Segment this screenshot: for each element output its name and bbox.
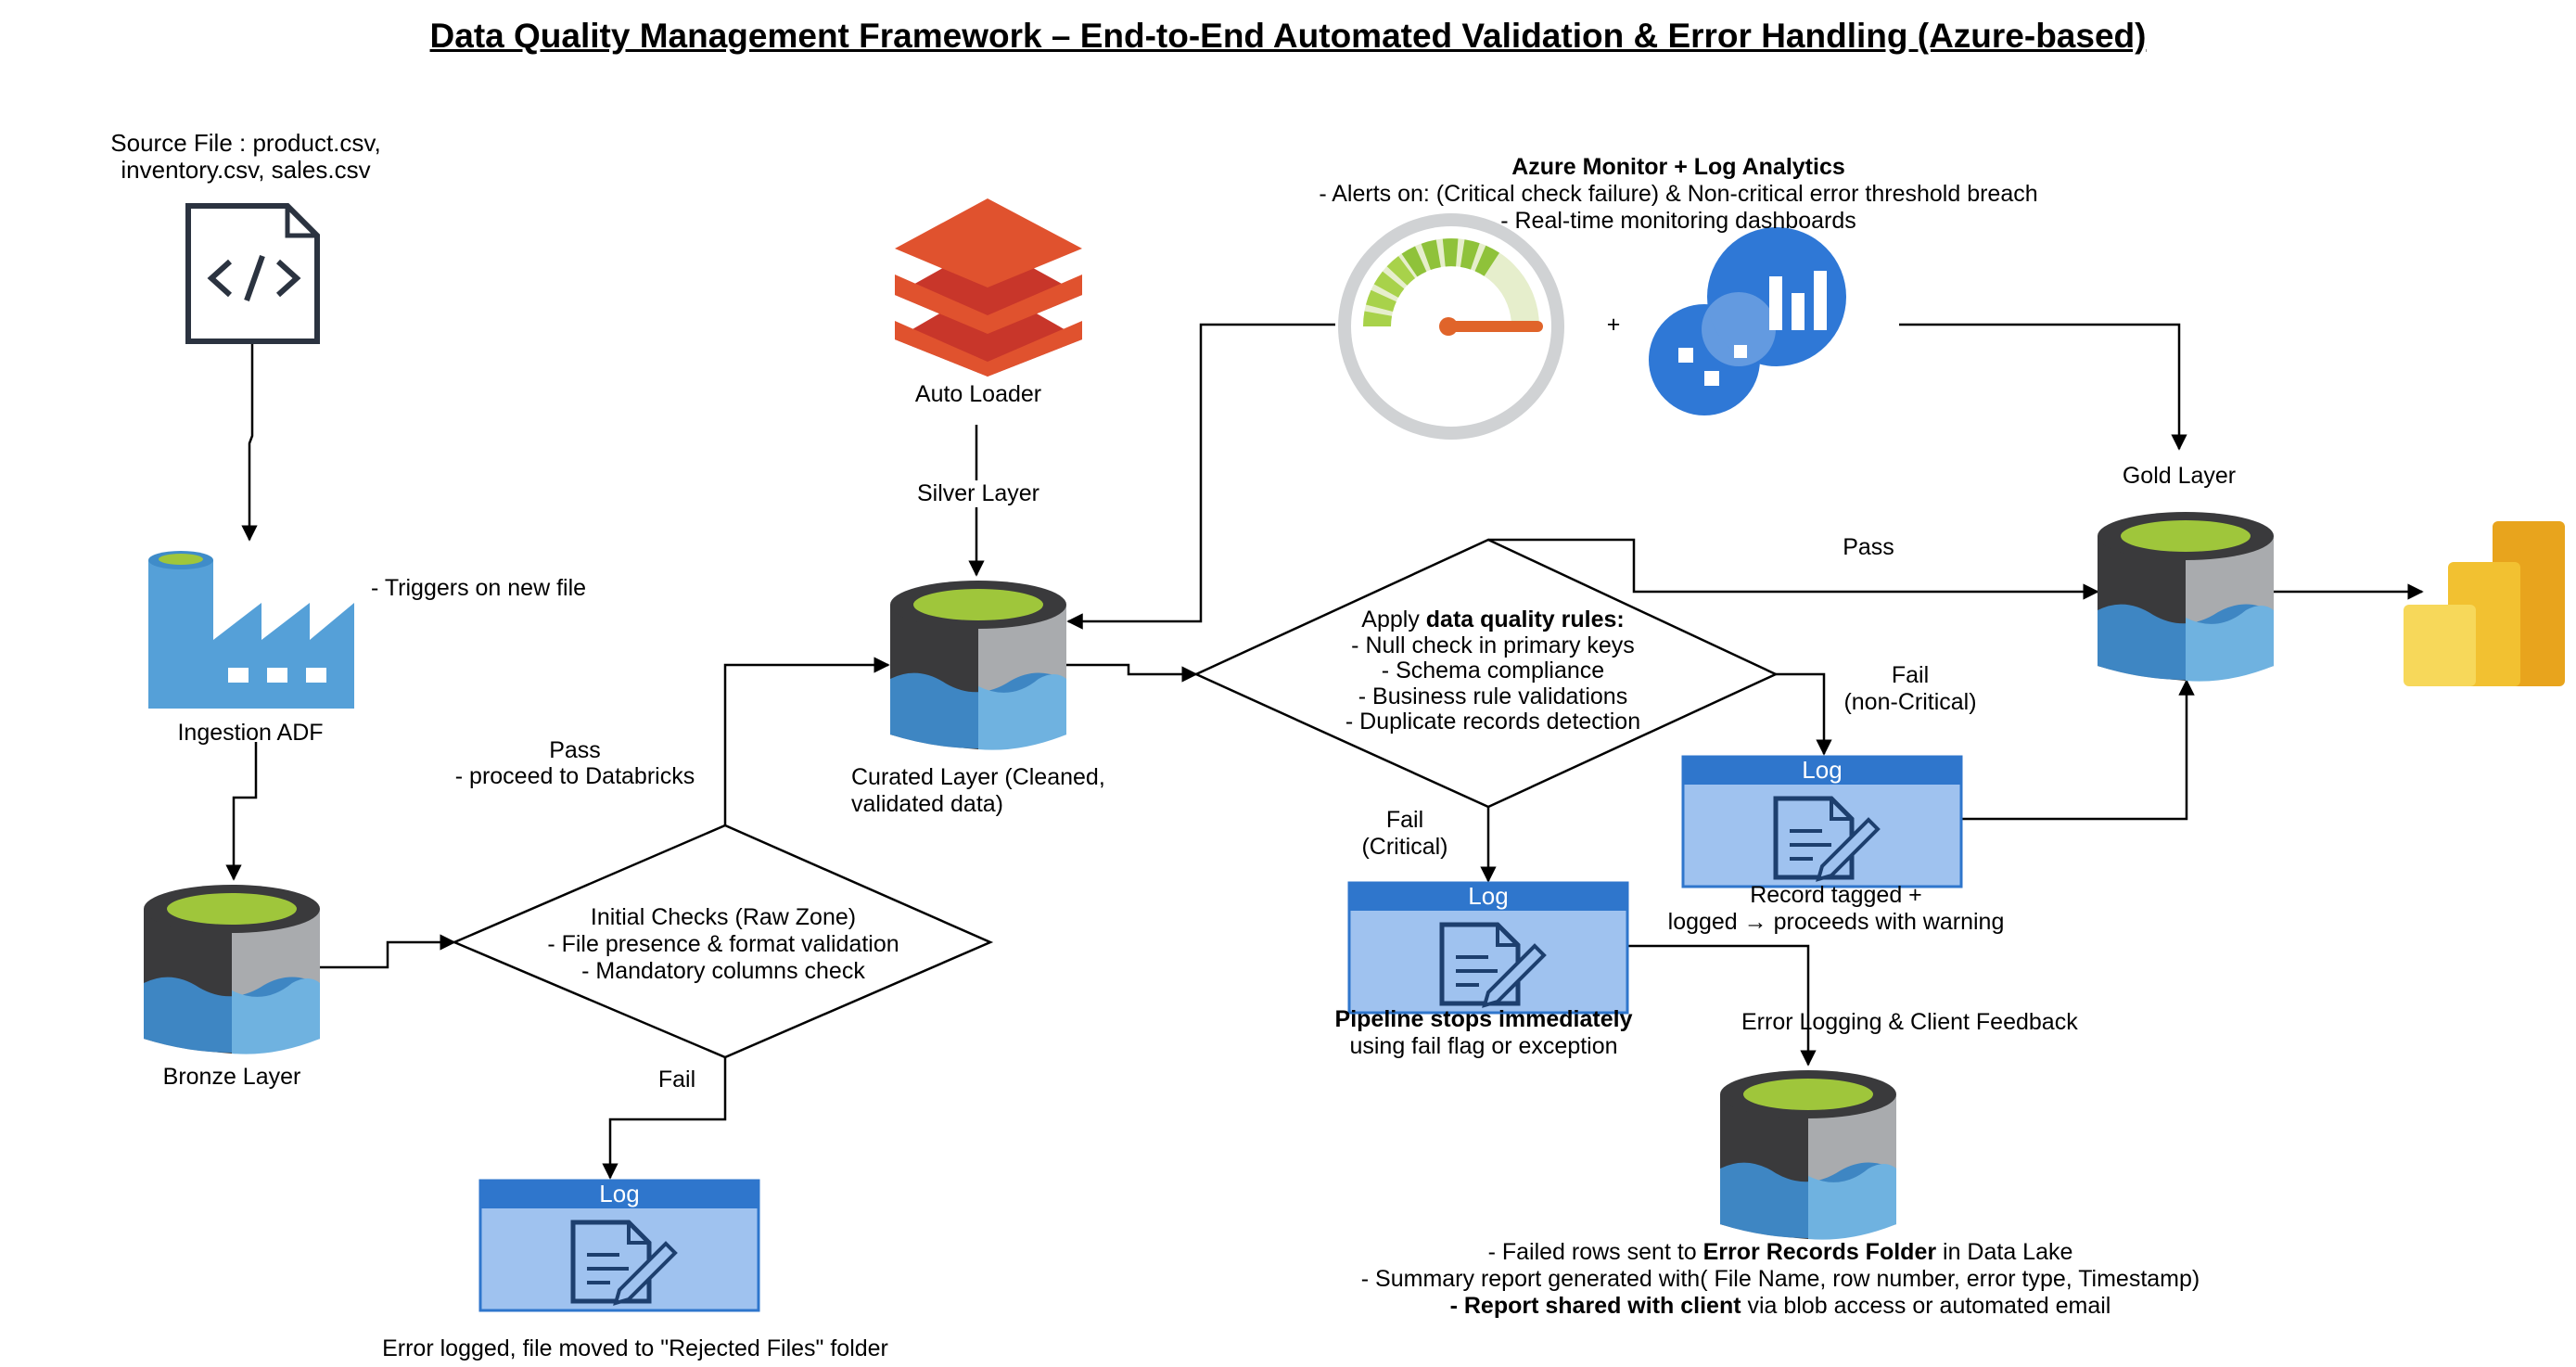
source-label: Source File : product.csv, inventory.csv… — [79, 130, 413, 184]
initial-pass-label: Pass — [549, 737, 601, 763]
source-label-line1: Source File : product.csv, — [110, 129, 381, 157]
arrow-initial-fail-to-log — [602, 1057, 727, 1180]
dq-fail-critical-label: Fail (Critical) — [1317, 807, 1493, 861]
initial-checks-line3: - Mandatory columns check — [581, 958, 865, 984]
dq-fail-noncritical-line1: Fail — [1891, 662, 1930, 688]
initial-checks-diamond — [451, 824, 994, 1059]
gold-layer-cylinder — [2098, 512, 2274, 682]
data-factory-icon — [148, 551, 354, 709]
plus-sign: + — [1606, 312, 1621, 338]
bronze-layer-cylinder — [144, 885, 320, 1054]
critical-log-header: Log — [1468, 882, 1509, 910]
noncritical-log-caption: Record tagged + logged → proceeds with w… — [1632, 882, 2040, 936]
dq-rules-line2: - Null check in primary keys — [1351, 632, 1635, 658]
dq-fail-noncritical-line2: (non-Critical) — [1843, 689, 1977, 715]
dq-fail-critical-line1: Fail — [1385, 807, 1424, 833]
monitor-title: Azure Monitor + Log Analytics — [1511, 154, 1845, 180]
bronze-label: Bronze Layer — [162, 1064, 301, 1090]
error-logging-line2: - Summary report generated with( File Na… — [1360, 1266, 2200, 1292]
curated-label-line2: validated data) — [851, 791, 1004, 817]
arrow-dq-pass-to-gold — [1488, 538, 2099, 600]
dq-rules-line1: Apply data quality rules: — [1261, 607, 1725, 633]
critical-log-bold: Pipeline stops immediately — [1334, 1006, 1633, 1032]
dq-rules-line5: - Duplicate records detection — [1345, 709, 1641, 735]
error-logging-line1-suffix: in Data Lake — [1936, 1239, 2073, 1265]
critical-log-line2: using fail flag or exception — [1349, 1033, 1618, 1059]
source-label-line2: inventory.csv, sales.csv — [121, 156, 371, 184]
arrow-initial-pass-to-curated — [723, 657, 890, 825]
curated-layer-cylinder — [890, 581, 1066, 750]
error-logging-line1-prefix: - Failed rows sent to — [1487, 1239, 1703, 1265]
power-bi-icon — [2404, 521, 2565, 686]
dq-rules-diamond — [1192, 538, 1779, 809]
initial-fail-label: Fail — [657, 1067, 696, 1092]
rejected-log-caption: Error logged, file moved to "Rejected Fi… — [382, 1335, 888, 1361]
noncritical-log-line1: Record tagged + — [1750, 882, 1922, 908]
initial-pass-note: - proceed to Databricks — [454, 763, 695, 789]
initial-checks-text: Initial Checks (Raw Zone) - File presenc… — [482, 904, 964, 985]
error-records-cylinder — [1720, 1070, 1896, 1240]
error-logging-line3-suffix: via blob access or automated email — [1741, 1293, 2111, 1319]
error-logging-details: - Failed rows sent to Error Records Fold… — [1233, 1239, 2327, 1320]
page-title: Data Quality Management Framework – End-… — [429, 17, 2147, 55]
ingestion-label: Ingestion ADF — [177, 720, 324, 746]
ingestion-note: - Triggers on new file — [371, 575, 587, 601]
dq-rules-line1-prefix: Apply — [1361, 607, 1426, 632]
error-logging-label: Error Logging & Client Feedback — [1741, 1009, 2078, 1035]
databricks-layers-icon — [895, 198, 1082, 377]
arrow-source-to-ingestion — [241, 343, 258, 542]
monitor-line1: - Alerts on: (Critical check failure) & … — [1319, 181, 2038, 207]
arrow-noncritical-log-to-gold — [1961, 679, 2195, 821]
initial-checks-line1: Initial Checks (Raw Zone) — [590, 904, 857, 930]
dq-rules-line4: - Business rule validations — [1358, 683, 1628, 709]
arrow-curated-to-dqrules — [1066, 663, 1198, 683]
error-logging-line1: - Failed rows sent to Error Records Fold… — [1233, 1239, 2327, 1266]
noncritical-log-line2: logged → proceeds with warning — [1667, 909, 2005, 935]
rejected-log-header: Log — [599, 1180, 640, 1207]
arrow-bronze-to-initial-checks — [315, 934, 456, 969]
arrow-dq-fail-noncritical — [1776, 672, 1832, 756]
noncritical-log-header: Log — [1802, 756, 1843, 784]
initial-checks-line2: - File presence & format validation — [547, 931, 899, 957]
auto-loader-label: Auto Loader — [914, 381, 1042, 407]
code-file-icon — [185, 203, 320, 344]
monitor-text: Azure Monitor + Log Analytics - Alerts o… — [1196, 154, 2161, 235]
curated-label: Curated Layer (Cleaned, validated data) — [851, 764, 1105, 818]
dq-fail-critical-line2: (Critical) — [1361, 834, 1448, 860]
log-analytics-icon — [1649, 227, 1846, 415]
arrow-monitor-to-curated — [1066, 323, 1335, 630]
monitor-line2: - Real-time monitoring dashboards — [1500, 208, 1856, 234]
dq-rules-line3: - Schema compliance — [1381, 658, 1605, 684]
error-logging-line1-bold: Error Records Folder — [1702, 1239, 1937, 1265]
arrow-ingestion-to-bronze — [225, 742, 258, 881]
curated-label-line1: Curated Layer (Cleaned, — [851, 764, 1105, 790]
error-logging-line3: - Report shared with client via blob acc… — [1233, 1293, 2327, 1320]
gold-label: Gold Layer — [2122, 463, 2237, 489]
arrow-analytics-to-gold — [1899, 323, 2187, 451]
dq-pass-label: Pass — [1843, 534, 1894, 560]
critical-log-caption: Pipeline stops immediately using fail fl… — [1261, 1006, 1706, 1060]
silver-layer-label: Silver Layer — [876, 480, 1080, 507]
azure-monitor-gauge-icon — [1338, 213, 1564, 440]
dq-fail-noncritical-label: Fail (non-Critical) — [1817, 662, 2003, 716]
arrow-critical-log-to-error-store — [1625, 944, 1817, 1067]
dq-rules-line1-bold: data quality rules: — [1425, 607, 1625, 632]
error-logging-line3-bold: - Report shared with client — [1449, 1293, 1741, 1319]
dq-rules-text: Apply data quality rules: - Null check i… — [1261, 607, 1725, 735]
